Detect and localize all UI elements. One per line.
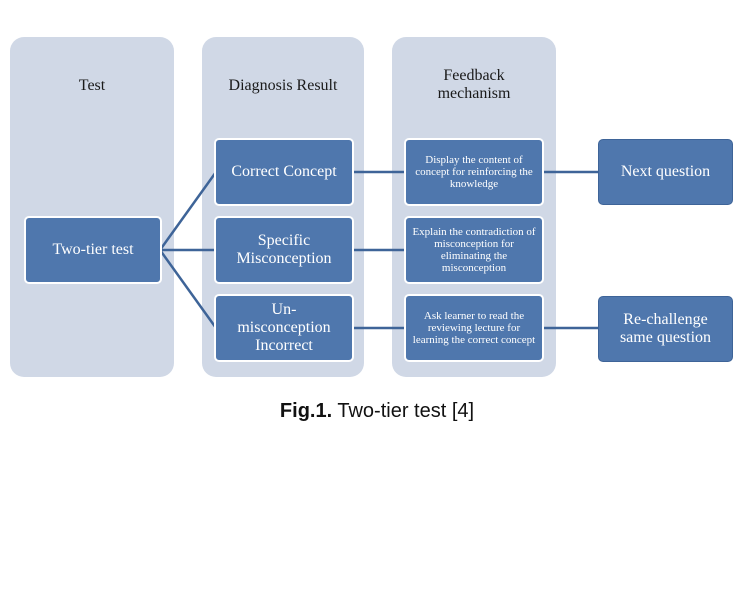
- un-misconception-label: Un-misconception Incorrect: [237, 301, 331, 354]
- two-tier-test-node: Two-tier test: [24, 216, 162, 284]
- rechallenge-label: Re-challenge same question: [619, 311, 712, 346]
- rechallenge-node: Re-challenge same question: [598, 296, 733, 362]
- feedback-display-label: Display the content of concept for reinf…: [415, 154, 533, 190]
- correct-concept-label: Correct Concept: [231, 163, 337, 180]
- connector-test-to-un: [158, 249, 218, 329]
- figure-caption: Fig.1. Two-tier test [4]: [0, 400, 754, 423]
- test-column-heading: Test: [78, 77, 106, 94]
- feedback-explain-label: Explain the contradiction of misconcepti…: [412, 226, 536, 274]
- feedback-explain-node: Explain the contradiction of misconcepti…: [404, 216, 544, 284]
- specific-misconception-node: Specific Misconception: [214, 216, 354, 284]
- caption-label: Fig.1.: [279, 400, 333, 422]
- correct-concept-node: Correct Concept: [214, 138, 354, 206]
- specific-misconception-label: Specific Misconception: [236, 232, 332, 267]
- feedback-ask-node: Ask learner to read the reviewing lectur…: [404, 294, 544, 362]
- connector-test-to-correct: [158, 171, 218, 251]
- feedback-display-node: Display the content of concept for reinf…: [404, 138, 544, 206]
- test-column: Test: [10, 37, 174, 377]
- caption-text: Two-tier test [4]: [332, 400, 475, 422]
- diagnosis-column-heading: Diagnosis Result: [228, 77, 338, 94]
- feedback-ask-label: Ask learner to read the reviewing lectur…: [412, 310, 536, 346]
- un-misconception-node: Un-misconception Incorrect: [214, 294, 354, 362]
- two-tier-test-label: Two-tier test: [52, 241, 134, 258]
- feedback-column-heading: Feedback mechanism: [437, 67, 511, 102]
- next-question-label: Next question: [620, 163, 711, 180]
- next-question-node: Next question: [598, 139, 733, 205]
